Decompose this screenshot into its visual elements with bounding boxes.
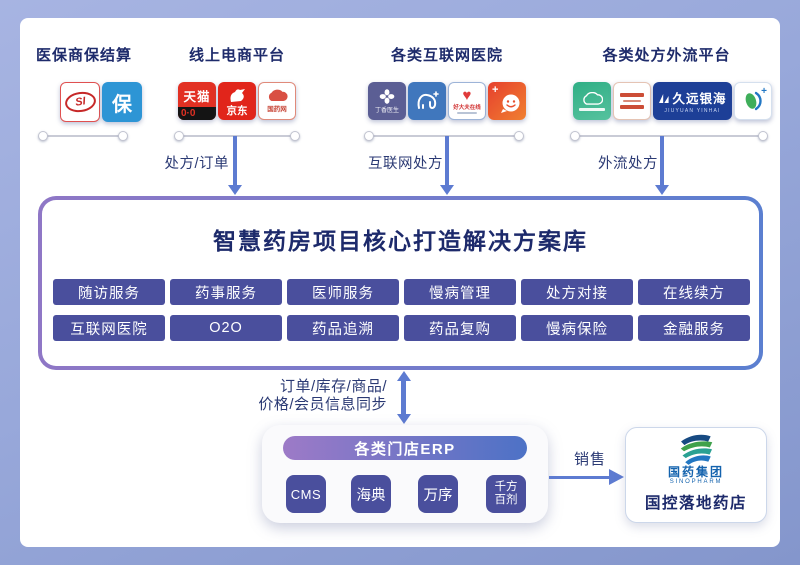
health-chat-smiley-icon: + xyxy=(488,82,526,120)
pharmacy-name: 国控落地药店 xyxy=(644,495,747,512)
clover-glyph xyxy=(379,88,395,104)
solution-item-drug-repurchase: 药品复购 xyxy=(404,315,516,341)
solution-item-prescription-link: 处方对接 xyxy=(521,279,633,305)
sinopharm-brand-en: SINOPHARM xyxy=(669,479,723,485)
sales-label: 销售 xyxy=(573,451,606,468)
sync-label-line2: 价格/会员信息同步 xyxy=(258,395,387,413)
erp-system-cms: CMS xyxy=(286,475,326,513)
guoyaowang-icon: 国药网 xyxy=(258,82,296,120)
connector-line-hospitals xyxy=(368,135,520,137)
group-title-ecommerce: 线上电商平台 xyxy=(188,47,285,64)
flow-label-prescription-order: 处方/订单 xyxy=(164,156,229,172)
jiuyuan-yinhai-icon: 久远银海 JIUYUAN YINHAI xyxy=(653,82,732,120)
erp-system-qianfangbaiji: 千方百剂 xyxy=(486,475,526,513)
heart-glyph: ♥ xyxy=(462,86,472,104)
commercial-insurance-icon: 保 xyxy=(102,82,142,122)
sinopharm-brand-cn: 国药集团 xyxy=(667,465,724,479)
sync-label: 订单/库存/商品/ 价格/会员信息同步 xyxy=(258,378,387,413)
insurance-icon-row: SI 保 xyxy=(60,82,142,122)
cloud-pharmacy-text-dash xyxy=(579,107,605,111)
tmall-icon: 天猫 0·0 xyxy=(178,82,216,120)
group-title-insurance-settlement: 医保商保结算 xyxy=(35,47,132,64)
solution-row-2: 互联网医院 O2O 药品追溯 药品复购 慢病保险 金融服务 xyxy=(53,315,750,341)
solution-item-o2o: O2O xyxy=(170,315,282,341)
jiuyuan-yinhai-cn: 久远银海 xyxy=(672,92,727,106)
red-cloud-glyph xyxy=(268,89,288,101)
hospital-icon-row: 丁香医生 ♥ 好大夫在线 + xyxy=(368,82,526,120)
sail-glyph xyxy=(659,93,670,103)
erp-title-pill: 各类门店ERP xyxy=(283,436,527,460)
haodf-text: 好大夫在线 xyxy=(453,104,481,111)
dingxiang-doctor-icon: 丁香医生 xyxy=(368,82,406,120)
group-title-internet-hospitals: 各类互联网医院 xyxy=(391,47,504,64)
connector-line-ecommerce xyxy=(178,135,296,137)
solution-title: 智慧药房项目核心打造解决方案库 xyxy=(213,228,588,254)
cloud-pharmacy-icon xyxy=(573,82,611,120)
solution-item-followup: 随访服务 xyxy=(53,279,165,305)
si-logo-text: SI xyxy=(63,89,97,115)
platform-text-dash xyxy=(623,99,641,103)
jiuyuan-yinhai-en: JIUYUAN YINHAI xyxy=(664,108,721,114)
erp-system-wanxu: 万序 xyxy=(418,475,458,513)
haodf-icon: ♥ 好大夫在线 xyxy=(448,82,486,120)
flow-arrow-hospitals xyxy=(445,136,449,186)
ecommerce-icon-row: 天猫 0·0 京东 国药网 xyxy=(178,82,296,120)
sync-double-arrow xyxy=(401,380,406,415)
erp-system-haidian: 海典 xyxy=(351,475,391,513)
solution-item-pharmacy-service: 药事服务 xyxy=(170,279,282,305)
plus-glyph: + xyxy=(761,86,767,97)
solution-item-financial-service: 金融服务 xyxy=(638,315,750,341)
erp-box: 各类门店ERP CMS 海典 万序 千方百剂 xyxy=(262,425,548,523)
erp-system-qianfangbaiji-label: 千方百剂 xyxy=(494,481,518,506)
internet-hospital-elephant-icon xyxy=(408,82,446,120)
bao-character: 保 xyxy=(112,93,132,116)
sinopharm-logo xyxy=(680,434,713,465)
platform-text-dash xyxy=(620,105,644,109)
connector-line-insurance xyxy=(42,135,124,137)
leaf-plus-icon: + xyxy=(734,82,772,120)
solution-item-chronic-insurance: 慢病保险 xyxy=(521,315,633,341)
tmall-text: 天猫 xyxy=(183,90,211,104)
haodf-url-dash xyxy=(457,111,477,114)
sync-label-line1: 订单/库存/商品/ xyxy=(279,378,387,395)
jd-text: 京东 xyxy=(226,105,248,117)
elephant-glyph xyxy=(417,91,439,109)
flow-label-outflow-prescription: 外流处方 xyxy=(598,156,658,172)
dingxiang-doctor-text: 丁香医生 xyxy=(374,107,399,114)
sales-arrow-line xyxy=(549,476,611,479)
white-cloud-glyph xyxy=(583,91,603,105)
pharmacy-box: 国药集团 SINOPHARM 国控落地药店 xyxy=(625,427,767,523)
solution-item-physician-service: 医师服务 xyxy=(287,279,399,305)
connector-line-outflow xyxy=(574,135,764,137)
flow-label-internet-prescription: 互联网处方 xyxy=(368,156,443,172)
flow-arrow-outflow xyxy=(660,136,664,186)
tmall-sub-text: 0·0 xyxy=(178,107,216,120)
solution-item-drug-trace: 药品追溯 xyxy=(287,315,399,341)
sales-arrow-head xyxy=(609,469,624,485)
group-title-outflow-platforms: 各类处方外流平台 xyxy=(602,47,731,64)
cross-glyph: + xyxy=(492,84,499,96)
flow-arrow-ecommerce xyxy=(233,136,237,186)
solution-item-chronic-management: 慢病管理 xyxy=(404,279,516,305)
guoyaowang-text: 国药网 xyxy=(267,106,287,113)
smiley-glyph xyxy=(501,94,520,113)
jiuyuan-yinhai-lockup: 久远银海 xyxy=(658,88,726,107)
prescription-platform-icon xyxy=(613,82,651,120)
outflow-icon-row: 久远银海 JIUYUAN YINHAI + xyxy=(573,82,772,120)
jd-dog-glyph xyxy=(230,89,245,102)
solution-row-1: 随访服务 药事服务 医师服务 慢病管理 处方对接 在线续方 xyxy=(53,279,750,305)
leaf-glyph xyxy=(745,91,762,111)
platform-text-dash xyxy=(620,93,644,97)
solution-box: 智慧药房项目核心打造解决方案库 随访服务 药事服务 医师服务 慢病管理 处方对接… xyxy=(38,196,763,370)
jd-icon: 京东 xyxy=(218,82,256,120)
solution-item-online-renewal: 在线续方 xyxy=(638,279,750,305)
solution-item-internet-hospital: 互联网医院 xyxy=(53,315,165,341)
social-insurance-icon: SI xyxy=(60,82,100,122)
